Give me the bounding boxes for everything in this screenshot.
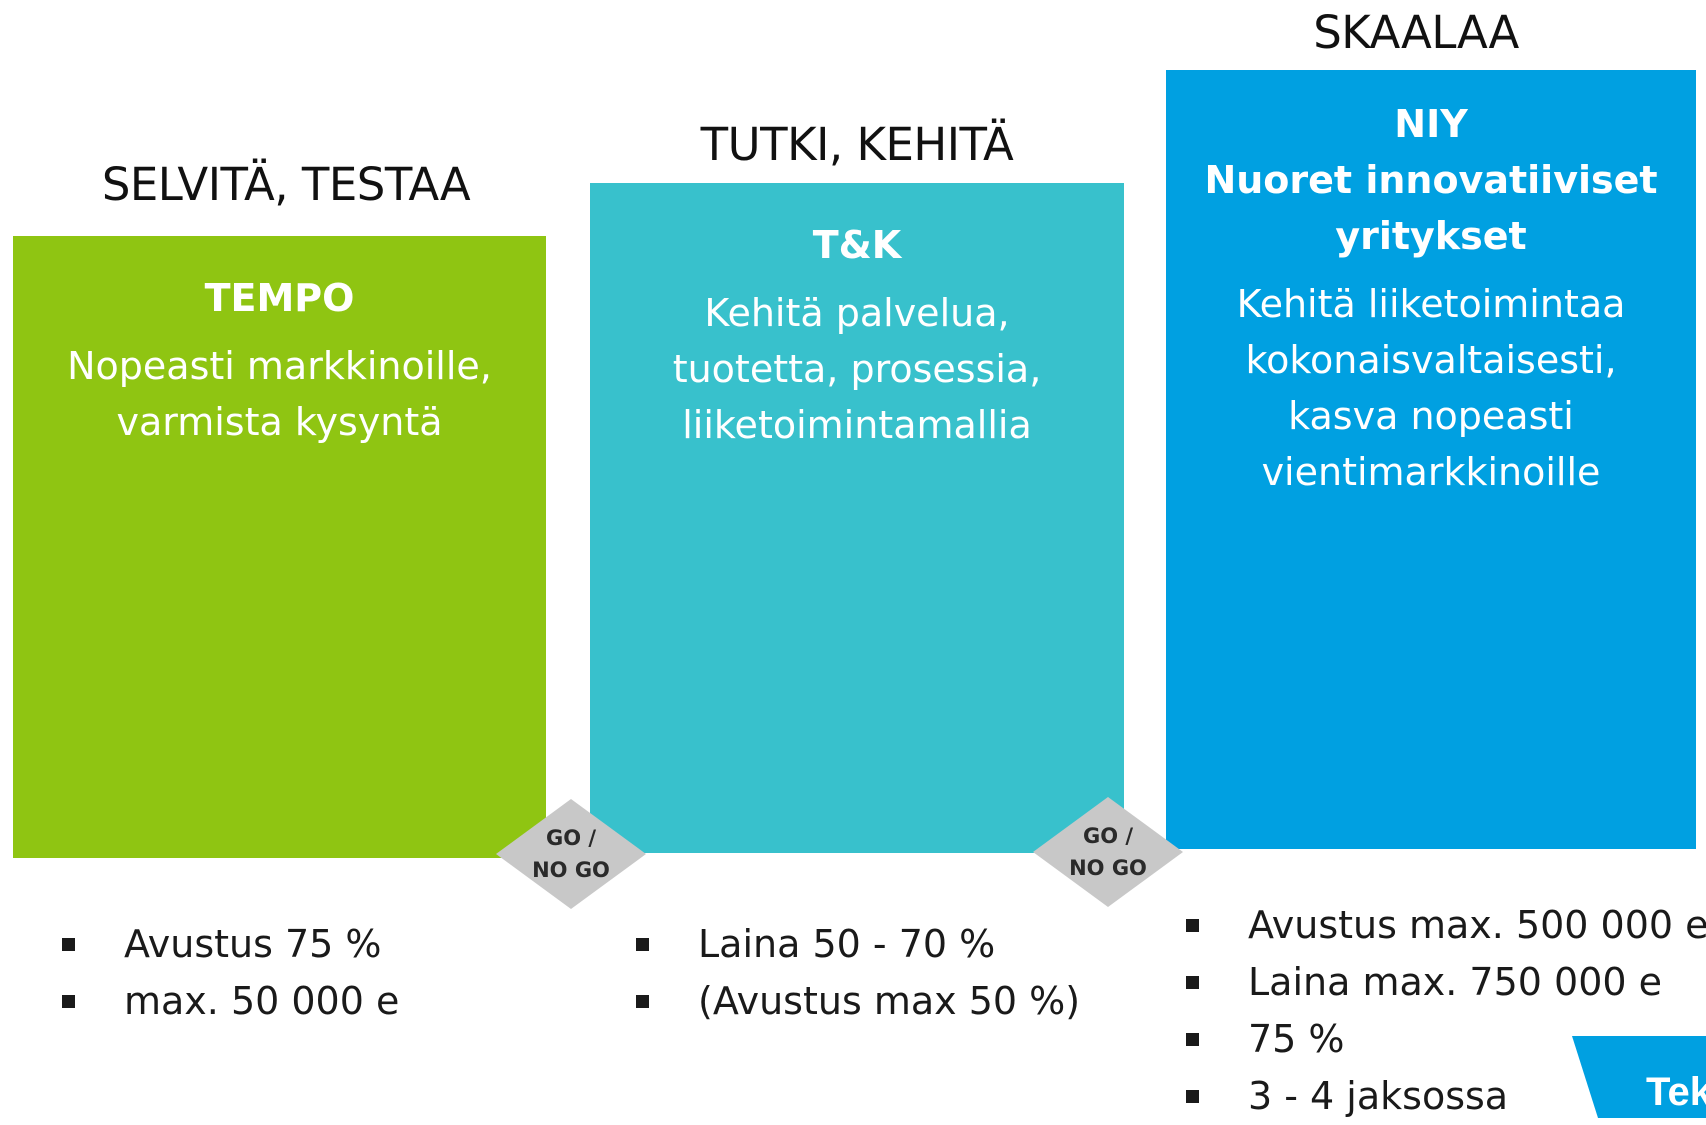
niy-box: NIY Nuoret innovatiiviset yritykset Kehi… (1166, 70, 1696, 849)
bullet-icon (636, 938, 649, 951)
go-no-go-gate-1: GO / NO GO (496, 799, 646, 909)
bullet-icon (1186, 1090, 1199, 1103)
diamond-shape (496, 799, 646, 909)
tk-title: T&K (812, 223, 902, 267)
list-item: Laina 50 - 70 % (636, 916, 1080, 973)
niy-title: NIY Nuoret innovatiiviset yritykset (1204, 102, 1658, 258)
niy-description: Kehitä liiketoimintaa kokonaisvaltaisest… (1236, 282, 1626, 494)
tekes-logo: Tekes (1572, 1036, 1706, 1118)
list-item: Laina max. 750 000 e (1186, 954, 1706, 1011)
tempo-box: TEMPO Nopeasti markkinoille, varmista ky… (13, 236, 546, 858)
tempo-title: TEMPO (204, 276, 355, 320)
tk-bullets: Laina 50 - 70 % (Avustus max 50 %) (636, 916, 1080, 1030)
bullet-icon (1186, 1033, 1199, 1046)
list-item: Avustus 75 % (62, 916, 399, 973)
list-item: 75 % (1186, 1011, 1706, 1068)
stage-heading-selvita: SELVITÄ, TESTAA (101, 158, 471, 211)
go-no-go-gate-2: GO / NO GO (1033, 797, 1183, 907)
list-item: max. 50 000 e (62, 973, 399, 1030)
bullet-icon (1186, 919, 1199, 932)
bullet-icon (62, 938, 75, 951)
stage-heading-skaalaa: SKAALAA (1313, 6, 1519, 59)
tempo-bullets: Avustus 75 % max. 50 000 e (62, 916, 399, 1030)
tempo-description: Nopeasti markkinoille, varmista kysyntä (67, 344, 492, 444)
tk-box: T&K Kehitä palvelua, tuotetta, prosessia… (590, 183, 1124, 853)
bullet-icon (636, 995, 649, 1008)
tk-description: Kehitä palvelua, tuotetta, prosessia, li… (672, 291, 1042, 447)
diamond-shape (1033, 797, 1183, 907)
niy-bullets: Avustus max. 500 000 e Laina max. 750 00… (1186, 897, 1706, 1125)
list-item: (Avustus max 50 %) (636, 973, 1080, 1030)
list-item: Avustus max. 500 000 e (1186, 897, 1706, 954)
bullet-icon (1186, 976, 1199, 989)
logo-shape (1572, 1036, 1706, 1118)
stage-heading-tutki: TUTKI, KEHITÄ (700, 118, 1014, 171)
logo-text: Tekes (1646, 1070, 1706, 1114)
list-item: 3 - 4 jaksossa (1186, 1068, 1706, 1125)
bullet-icon (62, 995, 75, 1008)
